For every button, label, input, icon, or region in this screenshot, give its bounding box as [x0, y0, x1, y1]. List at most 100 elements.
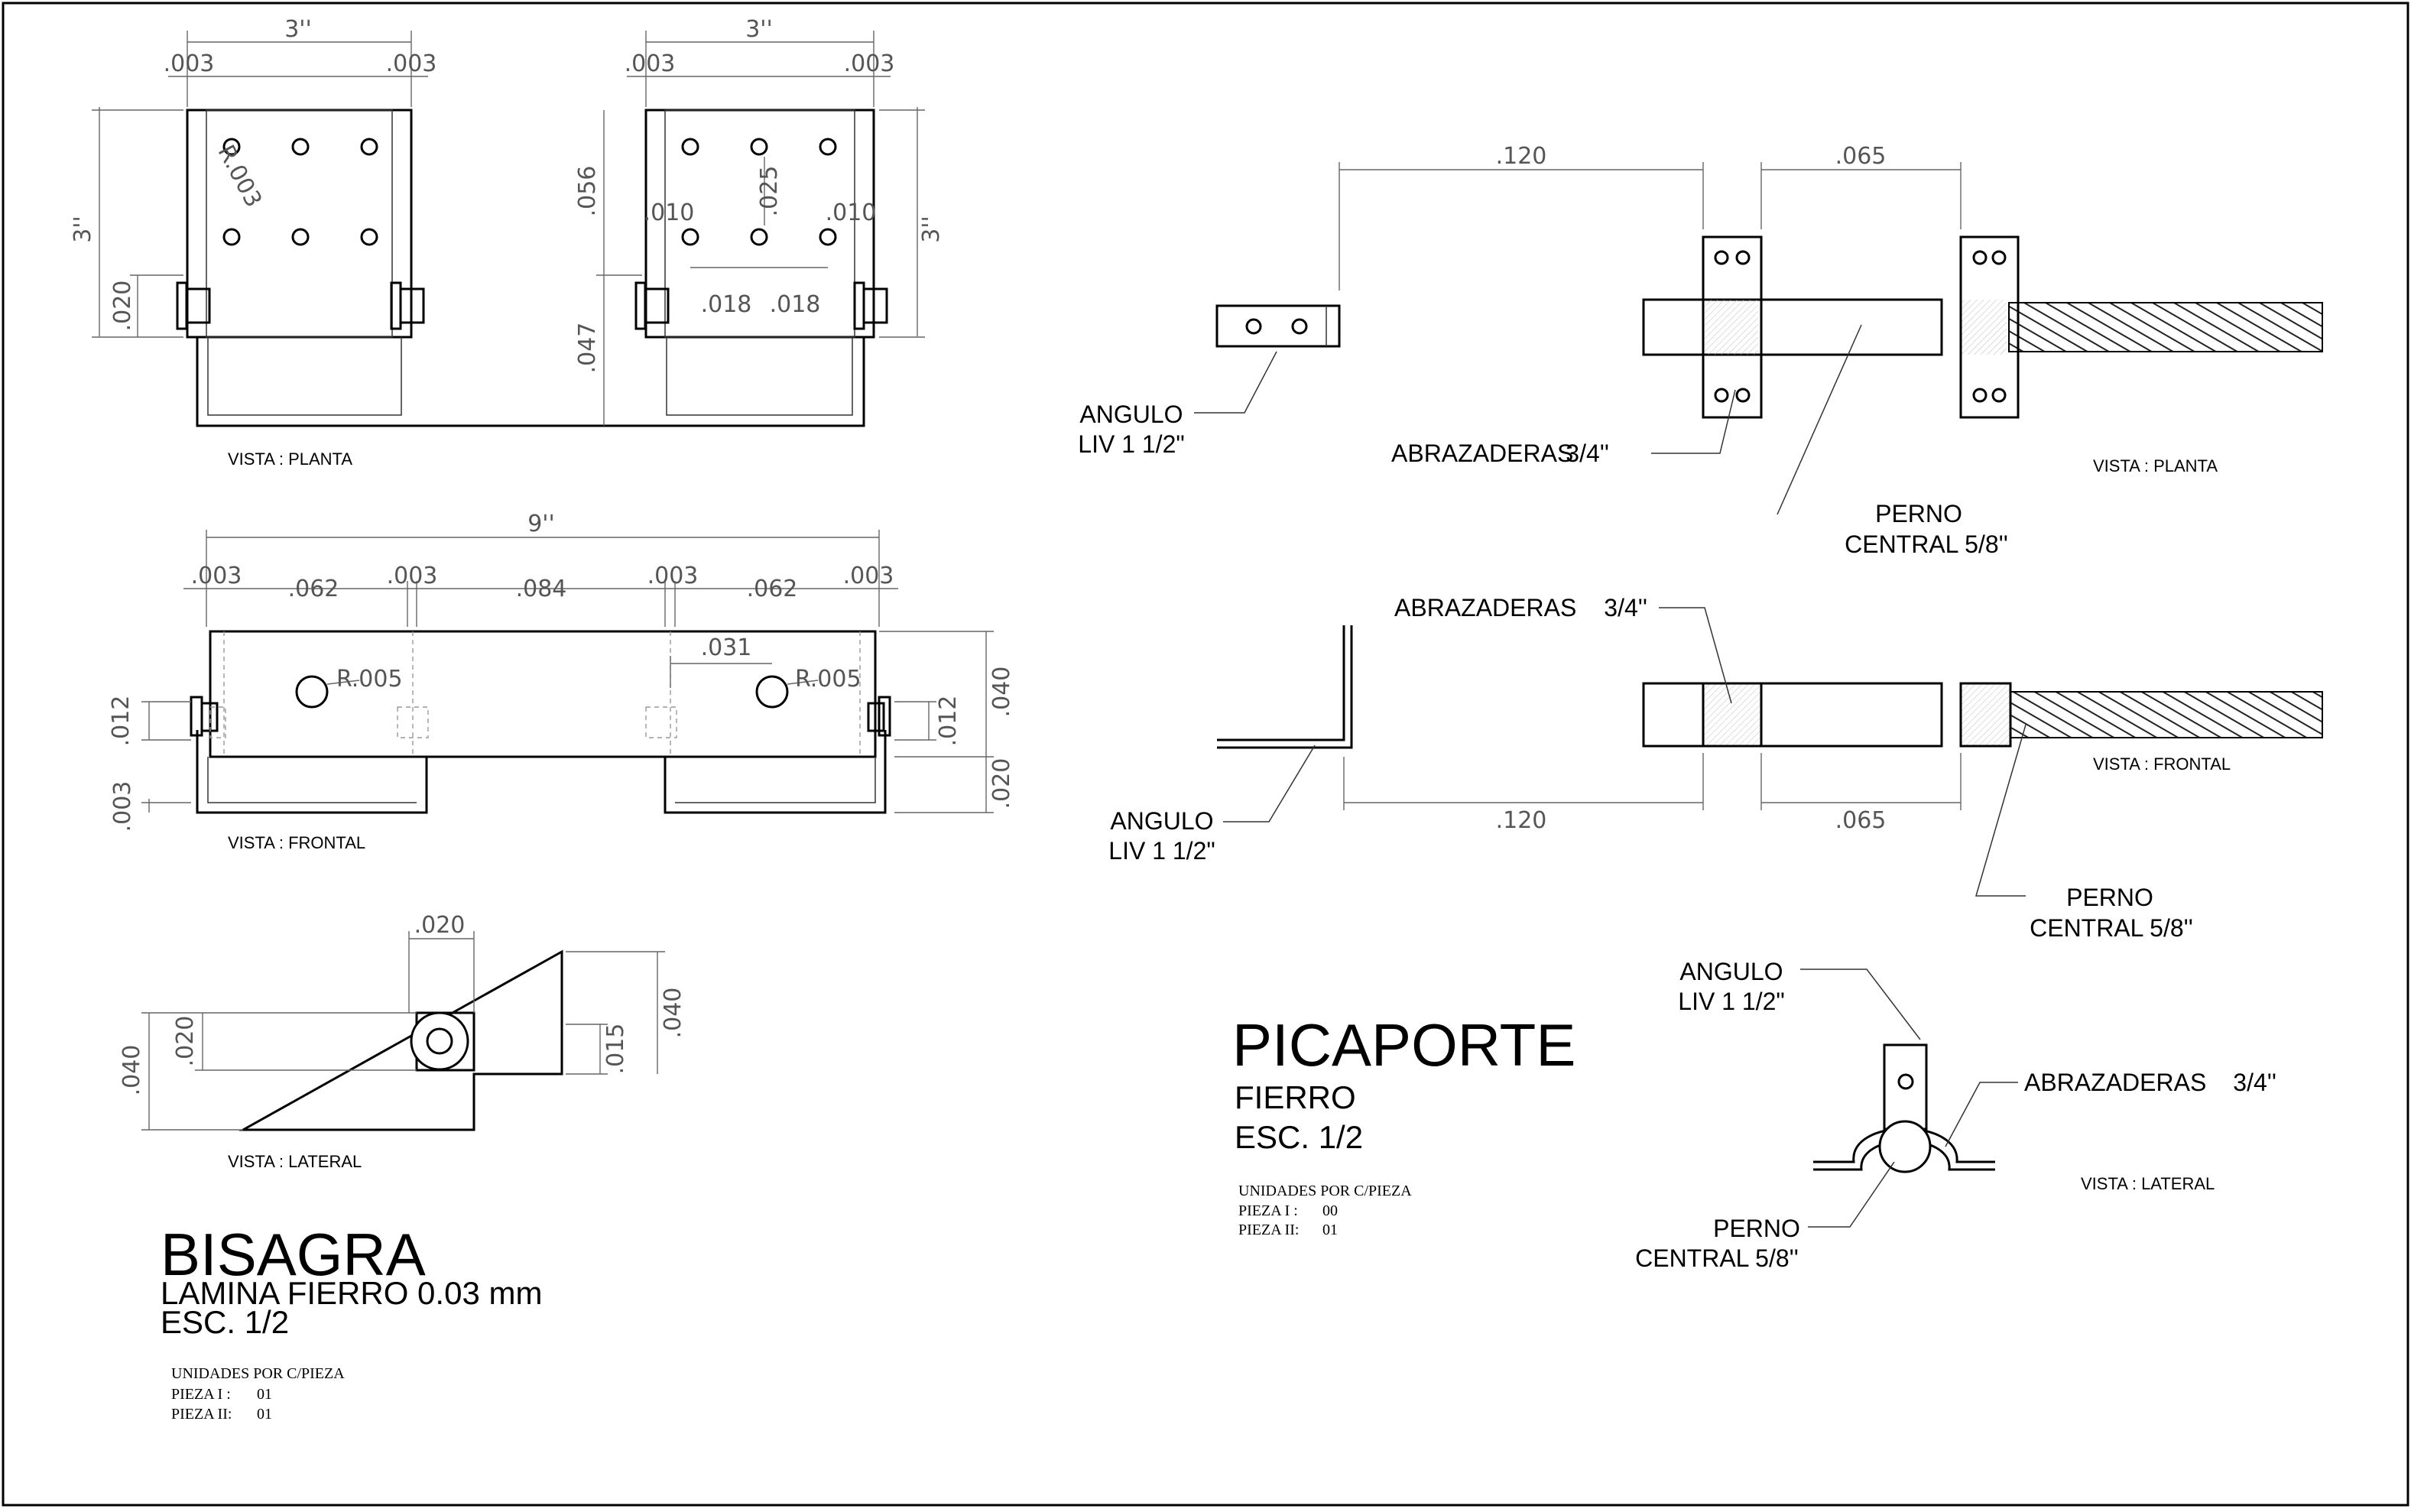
abrazaderas-size: 3/4'': [1566, 440, 1609, 467]
angulo-label: ANGULO: [1079, 401, 1183, 428]
front-plate: [209, 630, 877, 758]
picaporte-frontal-view: .120 .065 ABRAZADERAS 3/4'' ANGULO LIV 1…: [1108, 594, 2323, 942]
angulo-label: ANGULO: [1679, 958, 1783, 985]
clamp-left: [1702, 235, 1763, 419]
dim-003: .003: [844, 50, 895, 77]
dim-025: .025: [756, 166, 783, 217]
dim-040: .040: [118, 1045, 145, 1096]
lateral-wedge: [239, 949, 563, 1131]
perno-label: PERNO: [1875, 500, 1962, 527]
picaporte-title-block: PICAPORTE FIERRO ESC. 1/2 UNIDADES POR C…: [1232, 1011, 1575, 1238]
dim-062: .062: [288, 576, 339, 602]
view-label-lateral: VISTA : LATERAL: [2081, 1174, 2215, 1193]
abrazaderas-label: ABRAZADERAS: [1394, 594, 1576, 621]
picaporte-lateral-view: ANGULO LIV 1 1/2" ABRAZADERAS 3/4'' PERN…: [1635, 958, 2276, 1272]
angulo-label: ANGULO: [1110, 807, 1213, 835]
bolt-body: [1642, 298, 1943, 356]
dim-003: .003: [164, 50, 215, 77]
view-label-planta: VISTA : PLANTA: [228, 449, 352, 469]
dim-012: .012: [935, 696, 962, 747]
dim-height-right: 3'': [918, 216, 945, 243]
angulo-piece: [1215, 304, 1341, 348]
bisagra-title: BISAGRA: [161, 1221, 426, 1288]
dim-height-left: 3'': [70, 216, 96, 243]
picaporte-planta-view: .120 .065 ANGULO LIV 1 1/2" ABRAZADERAS …: [1078, 143, 2323, 558]
dim-018: .018: [701, 291, 752, 318]
plate-holes: [222, 138, 837, 246]
lateral-knuckle: [410, 1011, 469, 1071]
picaporte-material: FIERRO: [1235, 1079, 1356, 1115]
dim-radius: R.003: [213, 141, 268, 212]
pieza-1-label: PIEZA I :: [1238, 1202, 1298, 1219]
bisagra-material: LAMINA FIERRO 0.03 mm: [161, 1275, 542, 1311]
dim-120: .120: [1496, 143, 1547, 170]
angulo-size: LIV 1 1/2": [1678, 988, 1784, 1015]
dim-radius: R.005: [336, 666, 403, 693]
pieza-1-value: 00: [1322, 1202, 1338, 1219]
bisagra-planta-view: 3'' 3'' .003 .003 .003 .003 3'' 3'' R.00…: [70, 16, 945, 469]
front-hole-left: [295, 675, 329, 709]
dim-062: .062: [747, 576, 798, 602]
dim-020: .020: [414, 912, 466, 939]
dim-width-right: 3'': [745, 16, 773, 43]
dim-015: .015: [602, 1024, 629, 1075]
knuckle-pins: [176, 281, 888, 330]
abrazaderas-label: ABRAZADERAS: [1391, 440, 1573, 467]
bisagra-lateral-view: .020 .020 .040 .015 .040 VISTA : LATERAL: [118, 912, 686, 1171]
dim-084: .084: [516, 576, 567, 602]
bolt-section: [1878, 1120, 1932, 1173]
pieza-1-label: PIEZA I :: [171, 1386, 231, 1403]
picaporte-scale: ESC. 1/2: [1235, 1119, 1363, 1155]
dim-003: .003: [191, 563, 242, 589]
dim-040: .040: [988, 667, 1015, 718]
dim-047: .047: [574, 323, 601, 374]
perno-label: PERNO: [1713, 1215, 1800, 1242]
dim-total-width: 9'': [527, 511, 555, 537]
dim-065: .065: [1835, 807, 1887, 834]
dim-003: .003: [109, 781, 136, 832]
dim-010: .010: [826, 200, 877, 226]
dim-010: .010: [644, 200, 695, 226]
angulo-size: LIV 1 1/2": [1108, 837, 1215, 865]
clamp-left: [1702, 682, 1763, 748]
dim-065: .065: [1835, 143, 1887, 170]
units-heading: UNIDADES POR C/PIEZA: [1238, 1183, 1412, 1199]
clamp-right: [1959, 235, 2020, 419]
dim-120: .120: [1496, 807, 1547, 834]
dim-003: .003: [647, 563, 699, 589]
pieza-2-value: 01: [257, 1406, 272, 1423]
dim-040: .040: [660, 988, 686, 1039]
bisagra-frontal-view: 9'' .003 .062 .003 .084 .003 .062 .003 .…: [108, 511, 1015, 852]
perno-size: CENTRAL 5/8'': [1845, 530, 2008, 558]
pieza-2-label: PIEZA II:: [1238, 1222, 1299, 1238]
pieza-2-value: 01: [1322, 1222, 1338, 1238]
perno-size: CENTRAL 5/8'': [1635, 1244, 1799, 1272]
abrazaderas-label: ABRAZADERAS: [2024, 1069, 2206, 1096]
view-label-frontal: VISTA : FRONTAL: [2093, 754, 2231, 774]
dim-003: .003: [843, 563, 894, 589]
perno-label: PERNO: [2066, 884, 2153, 911]
abrazaderas-size: 3/4'': [1604, 594, 1647, 621]
view-label-lateral: VISTA : LATERAL: [228, 1152, 362, 1171]
dim-020: .020: [988, 758, 1015, 810]
dim-018: .018: [770, 291, 821, 318]
dim-056: .056: [574, 166, 601, 217]
bolt-thread: [2008, 302, 2323, 352]
abrazaderas-size: 3/4'': [2233, 1069, 2276, 1096]
bisagra-title-block: BISAGRA LAMINA FIERRO 0.03 mm ESC. 1/2 U…: [161, 1221, 542, 1423]
dim-radius: R.005: [795, 666, 862, 693]
picaporte-title: PICAPORTE: [1232, 1011, 1575, 1079]
perno-size: CENTRAL 5/8'': [2030, 914, 2193, 942]
angulo-size: LIV 1 1/2": [1078, 430, 1184, 458]
dim-003: .003: [387, 563, 438, 589]
units-heading: UNIDADES POR C/PIEZA: [171, 1365, 345, 1382]
dim-003: .003: [625, 50, 676, 77]
pieza-2-label: PIEZA II:: [171, 1406, 232, 1423]
bolt-body: [1642, 682, 1943, 748]
bisagra-scale: ESC. 1/2: [161, 1304, 289, 1340]
clamp-right: [1959, 682, 2012, 748]
dim-020: .020: [172, 1016, 199, 1067]
